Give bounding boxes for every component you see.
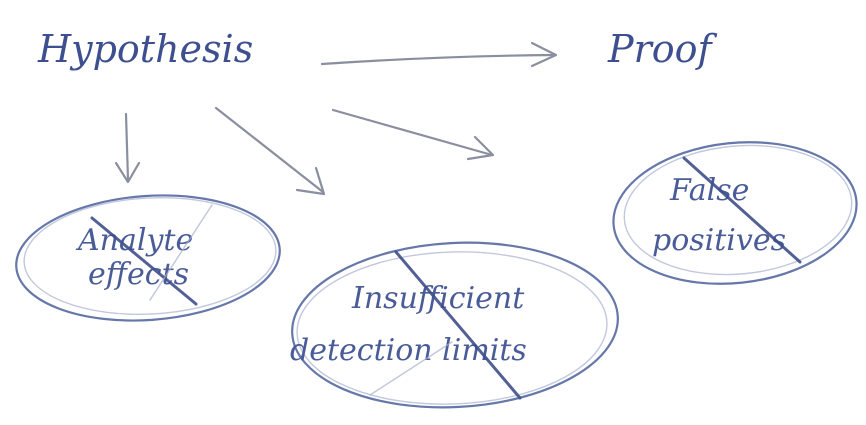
insufficient-detection-limits-line2: detection limits [290, 333, 527, 368]
insufficient-detection-limits-ellipse [291, 241, 619, 409]
analyte-effects-ellipse [15, 194, 281, 322]
arrow-hypothesis-to-detection-limits [214, 106, 326, 196]
arrow-hypothesis-to-false-positives [331, 108, 495, 161]
false-positives-strike [682, 156, 802, 264]
false-positives-line2: positives [652, 223, 786, 258]
analyte-effects-node: Analyte effects [15, 194, 281, 322]
false-positives-node: False positives [612, 141, 858, 285]
hypothesis-label: Hypothesis [37, 27, 253, 71]
false-positives-line1: False [669, 173, 749, 208]
insufficient-detection-limits-strike [394, 250, 522, 400]
analyte-effects-strike [90, 216, 198, 306]
insufficient-detection-limits-line1: Insufficient [351, 281, 525, 316]
arrow-hypothesis-to-proof [320, 41, 558, 68]
false-positives-ellipse [612, 141, 858, 285]
insufficient-detection-limits-node: Insufficient detection limits [290, 241, 619, 409]
proof-label: Proof [607, 27, 717, 71]
arrow-hypothesis-to-analyte-effects [114, 112, 141, 184]
